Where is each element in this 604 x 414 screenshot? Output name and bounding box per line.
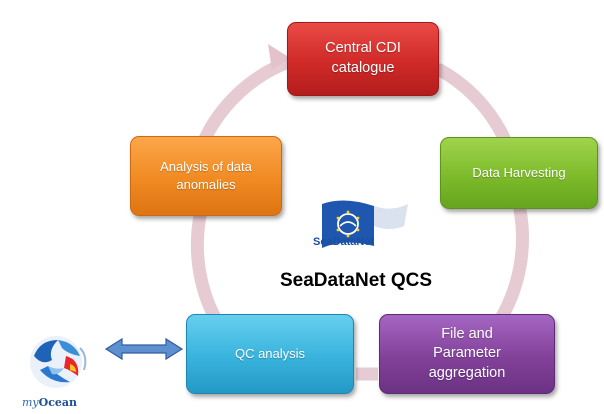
node-analysis-of-data-anomalies: Analysis of data anomalies bbox=[130, 136, 282, 216]
node-label-line: File and bbox=[441, 325, 493, 342]
cycle-arrowhead bbox=[268, 44, 290, 70]
diagram-title: SeaDataNet QCS bbox=[280, 270, 433, 291]
node-label-line: Parameter bbox=[433, 345, 501, 362]
myocean-logo-text: myOcean bbox=[22, 396, 77, 409]
cycle-ring bbox=[190, 51, 529, 381]
node-data-harvesting: Data Harvesting bbox=[440, 137, 598, 209]
node-label-line: anomalies bbox=[176, 177, 236, 192]
myocean-word: Ocean bbox=[38, 396, 78, 409]
seadatanet-logo-text: SeaDataNet bbox=[313, 236, 375, 248]
myocean-prefix: my bbox=[22, 396, 39, 409]
node-label-line: Central CDI bbox=[325, 40, 401, 57]
node-label-line: Data Harvesting bbox=[472, 165, 566, 181]
node-label-line: QC analysis bbox=[234, 346, 306, 362]
node-file-parameter-aggregation: File and Parameter aggregation bbox=[379, 314, 555, 394]
node-central-cdi-catalogue: Central CDI catalogue bbox=[287, 22, 439, 96]
node-label-line: Analysis of data bbox=[160, 159, 252, 175]
seadatanet-logo bbox=[322, 200, 408, 248]
double-arrow bbox=[104, 337, 184, 361]
myocean-logo bbox=[30, 336, 87, 388]
node-qc-analysis: QC analysis bbox=[186, 314, 354, 394]
node-label-line: catalogue bbox=[331, 60, 395, 76]
node-label-line: aggregation bbox=[428, 364, 506, 381]
